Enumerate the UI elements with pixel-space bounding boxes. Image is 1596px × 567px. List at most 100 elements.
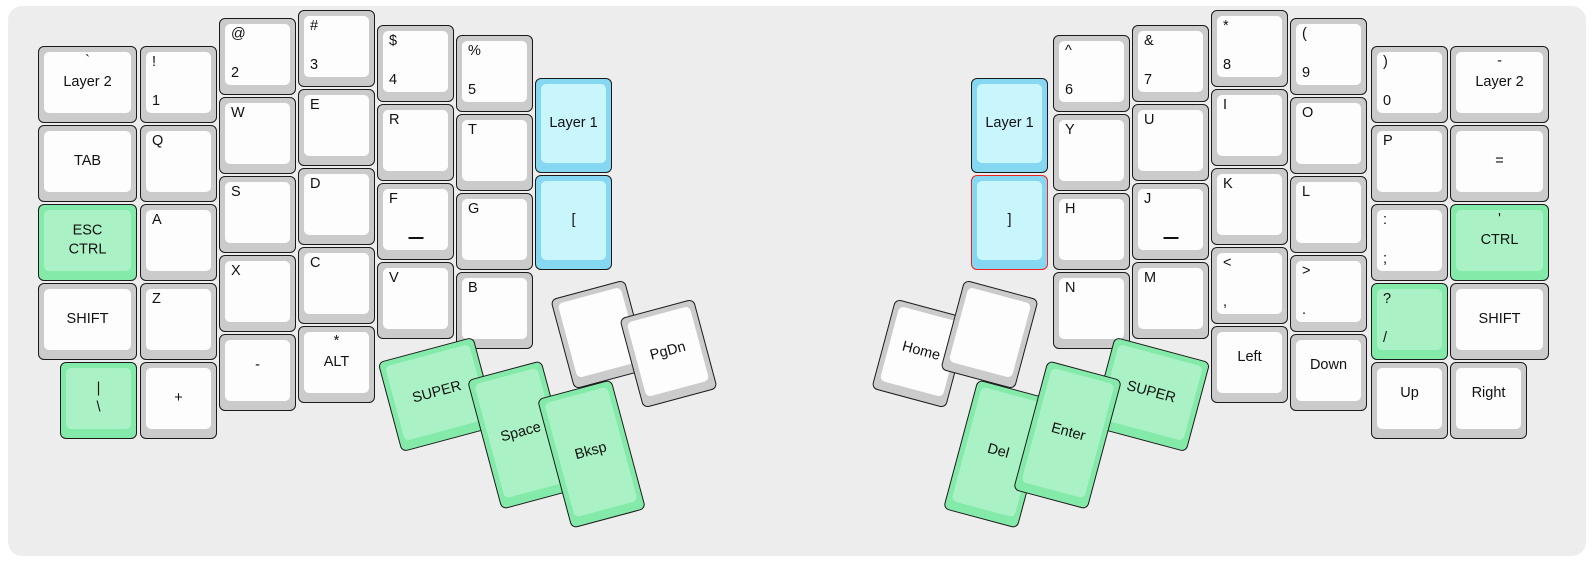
- key-legend-bottom-l-5: 5: [468, 82, 477, 99]
- key-legend-top-r-minus-layer2: -: [1497, 53, 1502, 69]
- key-r-left[interactable]: Left: [1211, 326, 1288, 403]
- key-r-n[interactable]: N: [1053, 272, 1130, 349]
- keycap-r-comma: <,: [1217, 253, 1282, 314]
- key-r-k[interactable]: K: [1211, 168, 1288, 245]
- keycap-l-tab: TAB: [44, 131, 131, 192]
- key-legend-bottom-l-3: 3: [310, 57, 319, 74]
- key-l-1[interactable]: !1: [140, 46, 217, 123]
- key-l-tab[interactable]: TAB: [38, 125, 137, 202]
- key-legend-top-l-t: T: [468, 122, 477, 138]
- keycap-r-rbracket: ]: [977, 181, 1042, 260]
- key-r-l[interactable]: L: [1290, 176, 1367, 253]
- keycap-r-down: Down: [1296, 340, 1361, 401]
- key-l-alt[interactable]: *ALT: [298, 326, 375, 403]
- key-r-j[interactable]: J: [1132, 183, 1209, 260]
- key-r-u[interactable]: U: [1132, 104, 1209, 181]
- key-legend-bottom-r-9: 9: [1302, 65, 1311, 82]
- key-r-8[interactable]: *8: [1211, 10, 1288, 87]
- key-legend-center-l-minus: -: [255, 356, 260, 373]
- key-l-esc-ctrl[interactable]: ESC CTRL: [38, 204, 137, 281]
- key-l-t[interactable]: T: [456, 114, 533, 191]
- key-r-right[interactable]: Right: [1450, 362, 1527, 439]
- key-l-v[interactable]: V: [377, 262, 454, 339]
- key-l-a[interactable]: A: [140, 204, 217, 281]
- key-l-r[interactable]: R: [377, 104, 454, 181]
- key-l-layer1[interactable]: Layer 1: [535, 78, 612, 173]
- key-l-w[interactable]: W: [219, 97, 296, 174]
- key-l-2[interactable]: @2: [219, 18, 296, 95]
- key-legend-center-l-super: SUPER: [410, 377, 463, 406]
- key-r-comma[interactable]: <,: [1211, 247, 1288, 324]
- key-r-down[interactable]: Down: [1290, 334, 1367, 411]
- keycap-l-g: G: [462, 199, 527, 260]
- key-r-shift[interactable]: SHIFT: [1450, 283, 1549, 360]
- key-l-3[interactable]: #3: [298, 10, 375, 87]
- key-l-c[interactable]: C: [298, 247, 375, 324]
- key-l-5[interactable]: %5: [456, 35, 533, 112]
- key-l-lbracket[interactable]: [: [535, 175, 612, 270]
- key-legend-top-l-1: !: [152, 54, 157, 70]
- key-l-shift[interactable]: SHIFT: [38, 283, 137, 360]
- key-r-m[interactable]: M: [1132, 262, 1209, 339]
- key-r-up[interactable]: Up: [1371, 362, 1448, 439]
- key-r-6[interactable]: ^6: [1053, 35, 1130, 112]
- keycap-l-q: Q: [146, 131, 211, 192]
- key-legend-center-r-up: Up: [1400, 384, 1419, 401]
- key-r-h[interactable]: H: [1053, 193, 1130, 270]
- keycap-l-r: R: [383, 110, 448, 171]
- key-legend-center-l-esc-ctrl: ESC CTRL: [68, 221, 107, 258]
- key-r-slash[interactable]: ?/: [1371, 283, 1448, 360]
- key-r-equals[interactable]: =: [1450, 125, 1549, 202]
- key-r-9[interactable]: (9: [1290, 18, 1367, 95]
- key-r-i[interactable]: I: [1211, 89, 1288, 166]
- key-r-minus-layer2[interactable]: -Layer 2: [1450, 46, 1549, 123]
- key-l-plus[interactable]: +: [140, 362, 217, 439]
- key-r-layer1[interactable]: Layer 1: [971, 78, 1048, 173]
- key-legend-top-r-i: I: [1223, 97, 1228, 113]
- keycap-r-semicolon: :;: [1377, 210, 1442, 271]
- key-l-minus[interactable]: -: [219, 334, 296, 411]
- keycap-r-i: I: [1217, 95, 1282, 156]
- keycap-l-a: A: [146, 210, 211, 271]
- key-legend-top-r-semicolon: :: [1383, 212, 1388, 228]
- keycap-r-period: >.: [1296, 261, 1361, 322]
- key-r-o[interactable]: O: [1290, 97, 1367, 174]
- key-legend-top-r-slash: ?: [1383, 291, 1392, 307]
- key-r-0[interactable]: )0: [1371, 46, 1448, 123]
- key-r-p[interactable]: P: [1371, 125, 1448, 202]
- key-r-period[interactable]: >.: [1290, 255, 1367, 332]
- key-l-e[interactable]: E: [298, 89, 375, 166]
- key-r-y[interactable]: Y: [1053, 114, 1130, 191]
- keycap-r-up: Up: [1377, 368, 1442, 429]
- key-legend-center-l-shift: SHIFT: [66, 310, 109, 327]
- key-legend-top-r-7: &: [1144, 33, 1154, 49]
- keycap-r-m: M: [1138, 268, 1203, 329]
- key-legend-top-r-8: *: [1223, 18, 1229, 34]
- keycap-l-e: E: [304, 95, 369, 156]
- keycap-r-left: Left: [1217, 332, 1282, 393]
- key-l-4[interactable]: $4: [377, 25, 454, 102]
- key-l-q[interactable]: Q: [140, 125, 217, 202]
- key-l-b[interactable]: B: [456, 272, 533, 349]
- keycap-l-1: !1: [146, 52, 211, 113]
- key-legend-top-l-3: #: [310, 18, 319, 34]
- key-l-pipe-bslash[interactable]: | \: [60, 362, 137, 439]
- key-l-grave-layer2[interactable]: `Layer 2: [38, 46, 137, 123]
- keycap-r-0: )0: [1377, 52, 1442, 113]
- key-legend-top-l-grave-layer2: `: [85, 53, 90, 69]
- key-r-semicolon[interactable]: :;: [1371, 204, 1448, 281]
- key-r-rbracket[interactable]: ]: [971, 175, 1048, 270]
- key-l-g[interactable]: G: [456, 193, 533, 270]
- key-legend-center-l-pipe-bslash: | \: [96, 379, 101, 416]
- key-r-quote-ctrl[interactable]: 'CTRL: [1450, 204, 1549, 281]
- key-l-x[interactable]: X: [219, 255, 296, 332]
- key-l-f[interactable]: F: [377, 183, 454, 260]
- key-l-z[interactable]: Z: [140, 283, 217, 360]
- key-l-s[interactable]: S: [219, 176, 296, 253]
- key-legend-top-r-comma: <: [1223, 255, 1232, 271]
- key-legend-center-r-super: SUPER: [1125, 377, 1178, 406]
- key-l-d[interactable]: D: [298, 168, 375, 245]
- key-legend-top-l-2: @: [231, 26, 246, 42]
- key-r-7[interactable]: &7: [1132, 25, 1209, 102]
